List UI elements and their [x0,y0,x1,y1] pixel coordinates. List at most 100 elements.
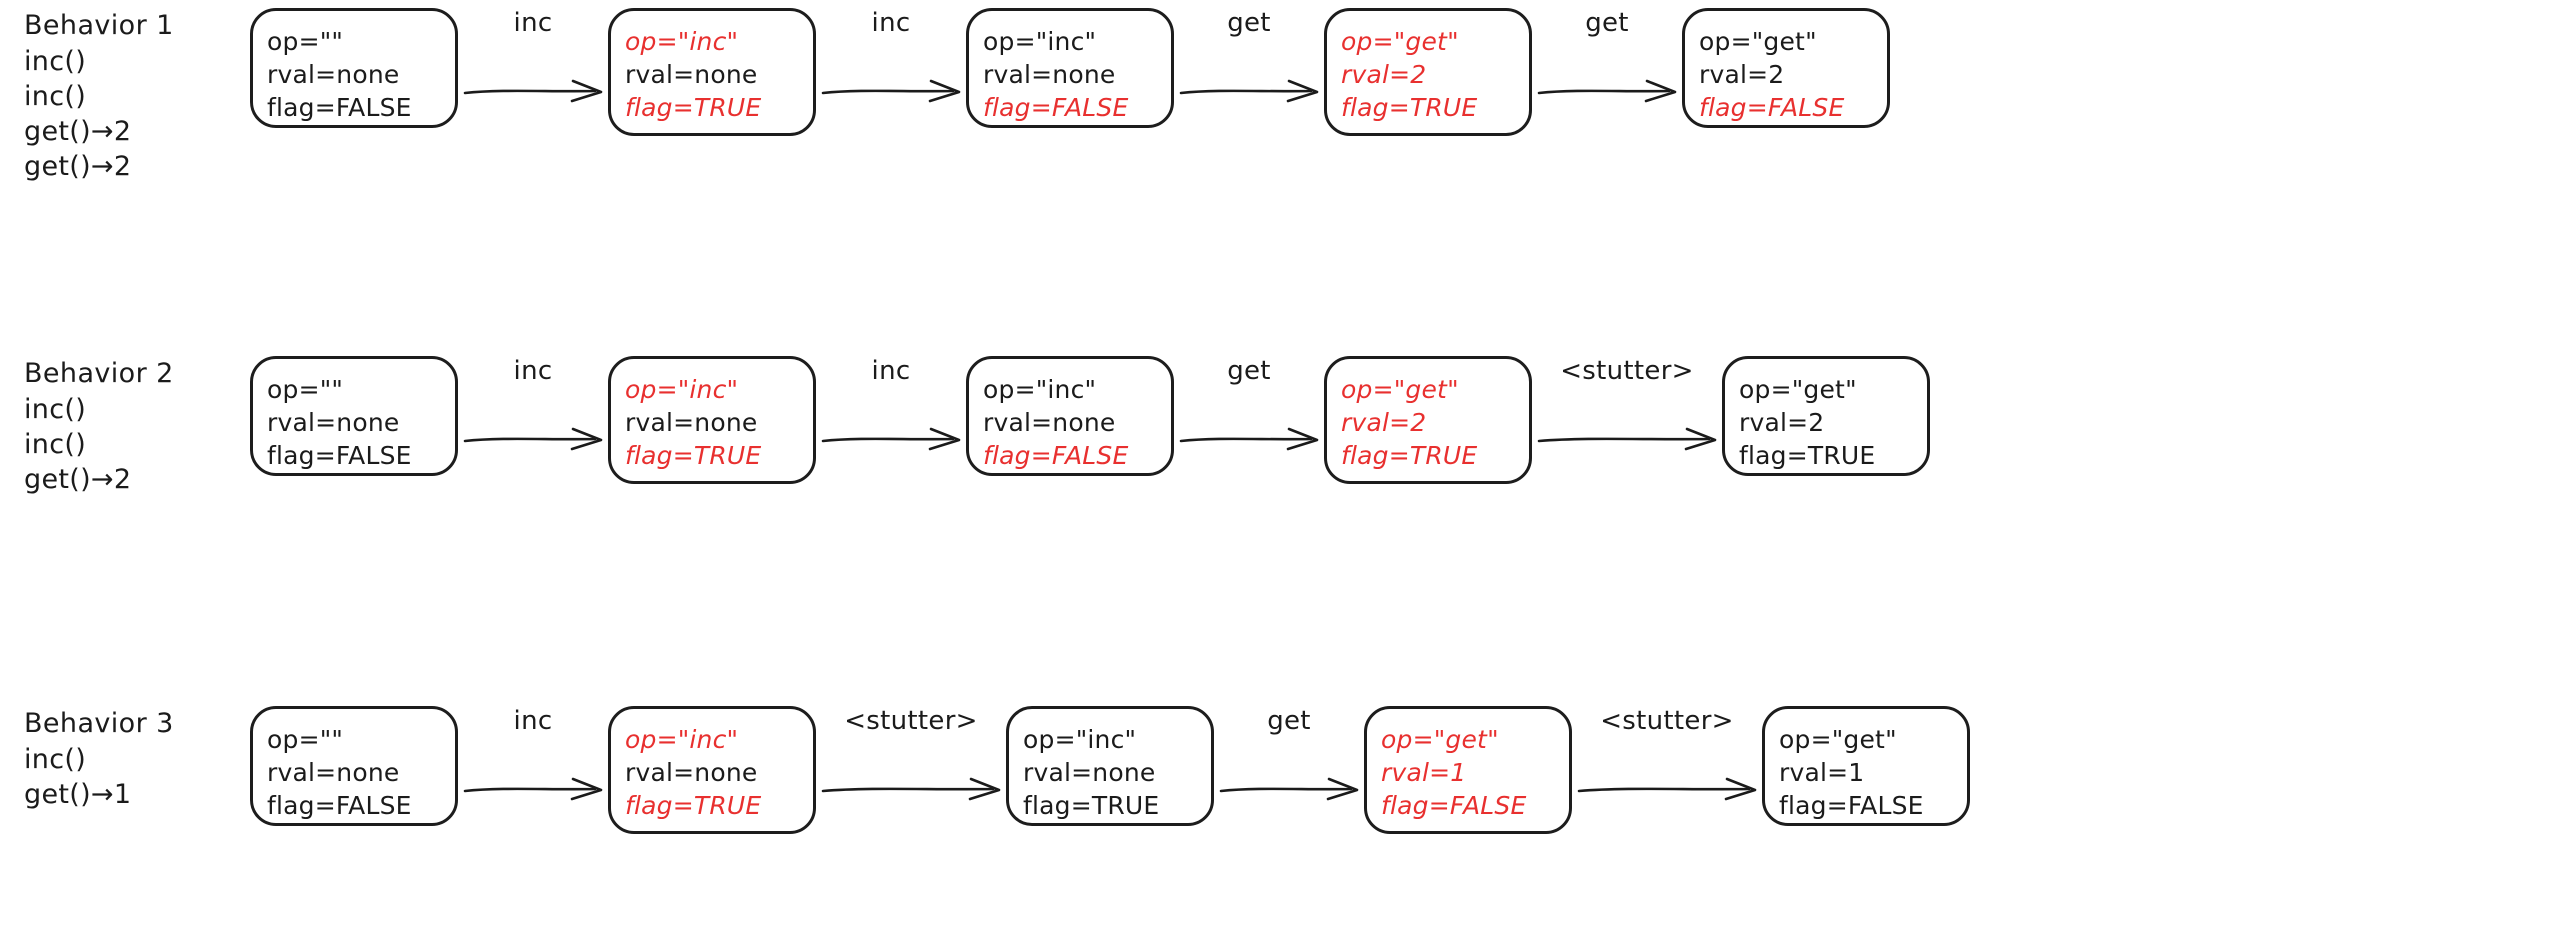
behavior-call-line: get()→1 [24,779,132,810]
behavior-title: Behavior 3 [24,708,174,739]
transition-arrow-icon [821,777,1001,801]
state-variable-line: flag=FALSE [1779,791,1924,820]
transition-label: inc [513,356,553,386]
state-variable-line: rval=none [625,408,758,437]
state-variable-line: op="get" [1341,27,1459,56]
state-variable-line: flag=TRUE [1341,93,1478,122]
transition-label: <stutter> [1560,356,1694,386]
state-box: op="inc" rval=none flag=TRUE [608,8,816,136]
arrow-container [1572,736,1762,836]
behavior-title: Behavior 2 [24,358,174,389]
state-box: op="" rval=none flag=FALSE [250,706,458,826]
state-box: op="inc" rval=none flag=TRUE [608,356,816,484]
state-variable-line: rval=2 [1739,408,1825,437]
transition-label: get [1585,8,1629,38]
transition-label: get [1227,8,1271,38]
state-variable-line: op="get" [1381,725,1499,754]
state-variable-line: rval=2 [1341,60,1427,89]
state-variable-line: flag=TRUE [1341,441,1478,470]
transition-arrow-icon [463,79,603,103]
state-variable-line: op="inc" [983,27,1097,56]
arrow-container [816,38,966,138]
state-transition: inc [458,8,608,138]
state-variable-line: flag=FALSE [1699,93,1845,122]
state-variable-line: op="inc" [625,27,739,56]
arrow-container [1214,736,1364,836]
state-variable-line: op="" [267,375,344,404]
state-variable-line: flag=TRUE [1739,441,1876,470]
transition-arrow-icon [1537,79,1677,103]
state-variable-line: op="inc" [625,725,739,754]
state-variable-line: op="" [267,27,344,56]
arrow-container [458,386,608,486]
transition-label: get [1227,356,1271,386]
state-variable-line: rval=none [267,758,400,787]
state-variable-line: flag=TRUE [1023,791,1160,820]
transition-label: inc [871,356,911,386]
state-variable-line: flag=TRUE [625,441,762,470]
state-variable-line: op="get" [1341,375,1459,404]
state-variable-line: op="" [267,725,344,754]
arrow-container [1532,38,1682,138]
arrow-container [458,736,608,836]
transition-arrow-icon [821,79,961,103]
state-variable-line: rval=none [267,408,400,437]
state-chain: op="" rval=none flag=FALSE inc op="inc" rval=… [250,8,2574,138]
state-variable-line: flag=FALSE [1381,791,1527,820]
state-variable-line: rval=none [625,60,758,89]
state-box: op="get" rval=2 flag=TRUE [1324,356,1532,484]
state-variable-line: op="inc" [625,375,739,404]
arrow-container [1174,38,1324,138]
state-variable-line: flag=FALSE [267,93,412,122]
state-variable-line: flag=TRUE [625,93,762,122]
transition-label: inc [513,706,553,736]
behavior-title: Behavior 1 [24,10,174,41]
state-variable-line: rval=2 [1341,408,1427,437]
transition-arrow-icon [1179,79,1319,103]
state-variable-line: rval=none [267,60,400,89]
state-variable-line: flag=FALSE [267,441,412,470]
arrow-container [816,386,966,486]
state-variable-line: op="get" [1699,27,1817,56]
state-box: op="inc" rval=none flag=FALSE [966,8,1174,128]
state-variable-line: rval=none [983,408,1116,437]
arrow-container [816,736,1006,836]
state-transition: inc [458,706,608,836]
state-transition: <stutter> [816,706,1006,836]
state-box: op="get" rval=2 flag=TRUE [1324,8,1532,136]
behavior-call-line: inc() [24,429,87,460]
state-box: op="" rval=none flag=FALSE [250,356,458,476]
transition-arrow-icon [1537,427,1717,451]
transition-arrow-icon [821,427,961,451]
transition-arrow-icon [463,777,603,801]
state-variable-line: rval=1 [1779,758,1865,787]
state-variable-line: flag=FALSE [267,791,412,820]
state-transition: <stutter> [1532,356,1722,486]
behavior-call-line: get()→2 [24,464,132,495]
transition-label: inc [871,8,911,38]
state-transition: get [1174,356,1324,486]
state-variable-line: rval=none [1023,758,1156,787]
arrow-container [1174,386,1324,486]
state-transition: get [1214,706,1364,836]
behavior-row: Behavior 2 inc() inc() get()→2 op="" rval=non… [0,356,2574,497]
behavior-call-line: inc() [24,394,87,425]
behavior-label-block: Behavior 2 inc() inc() get()→2 [0,356,250,497]
state-variable-line: flag=FALSE [983,93,1129,122]
transition-label: <stutter> [844,706,978,736]
transition-arrow-icon [1577,777,1757,801]
state-variable-line: flag=FALSE [983,441,1129,470]
state-variable-line: rval=none [983,60,1116,89]
transition-arrow-icon [1219,777,1359,801]
